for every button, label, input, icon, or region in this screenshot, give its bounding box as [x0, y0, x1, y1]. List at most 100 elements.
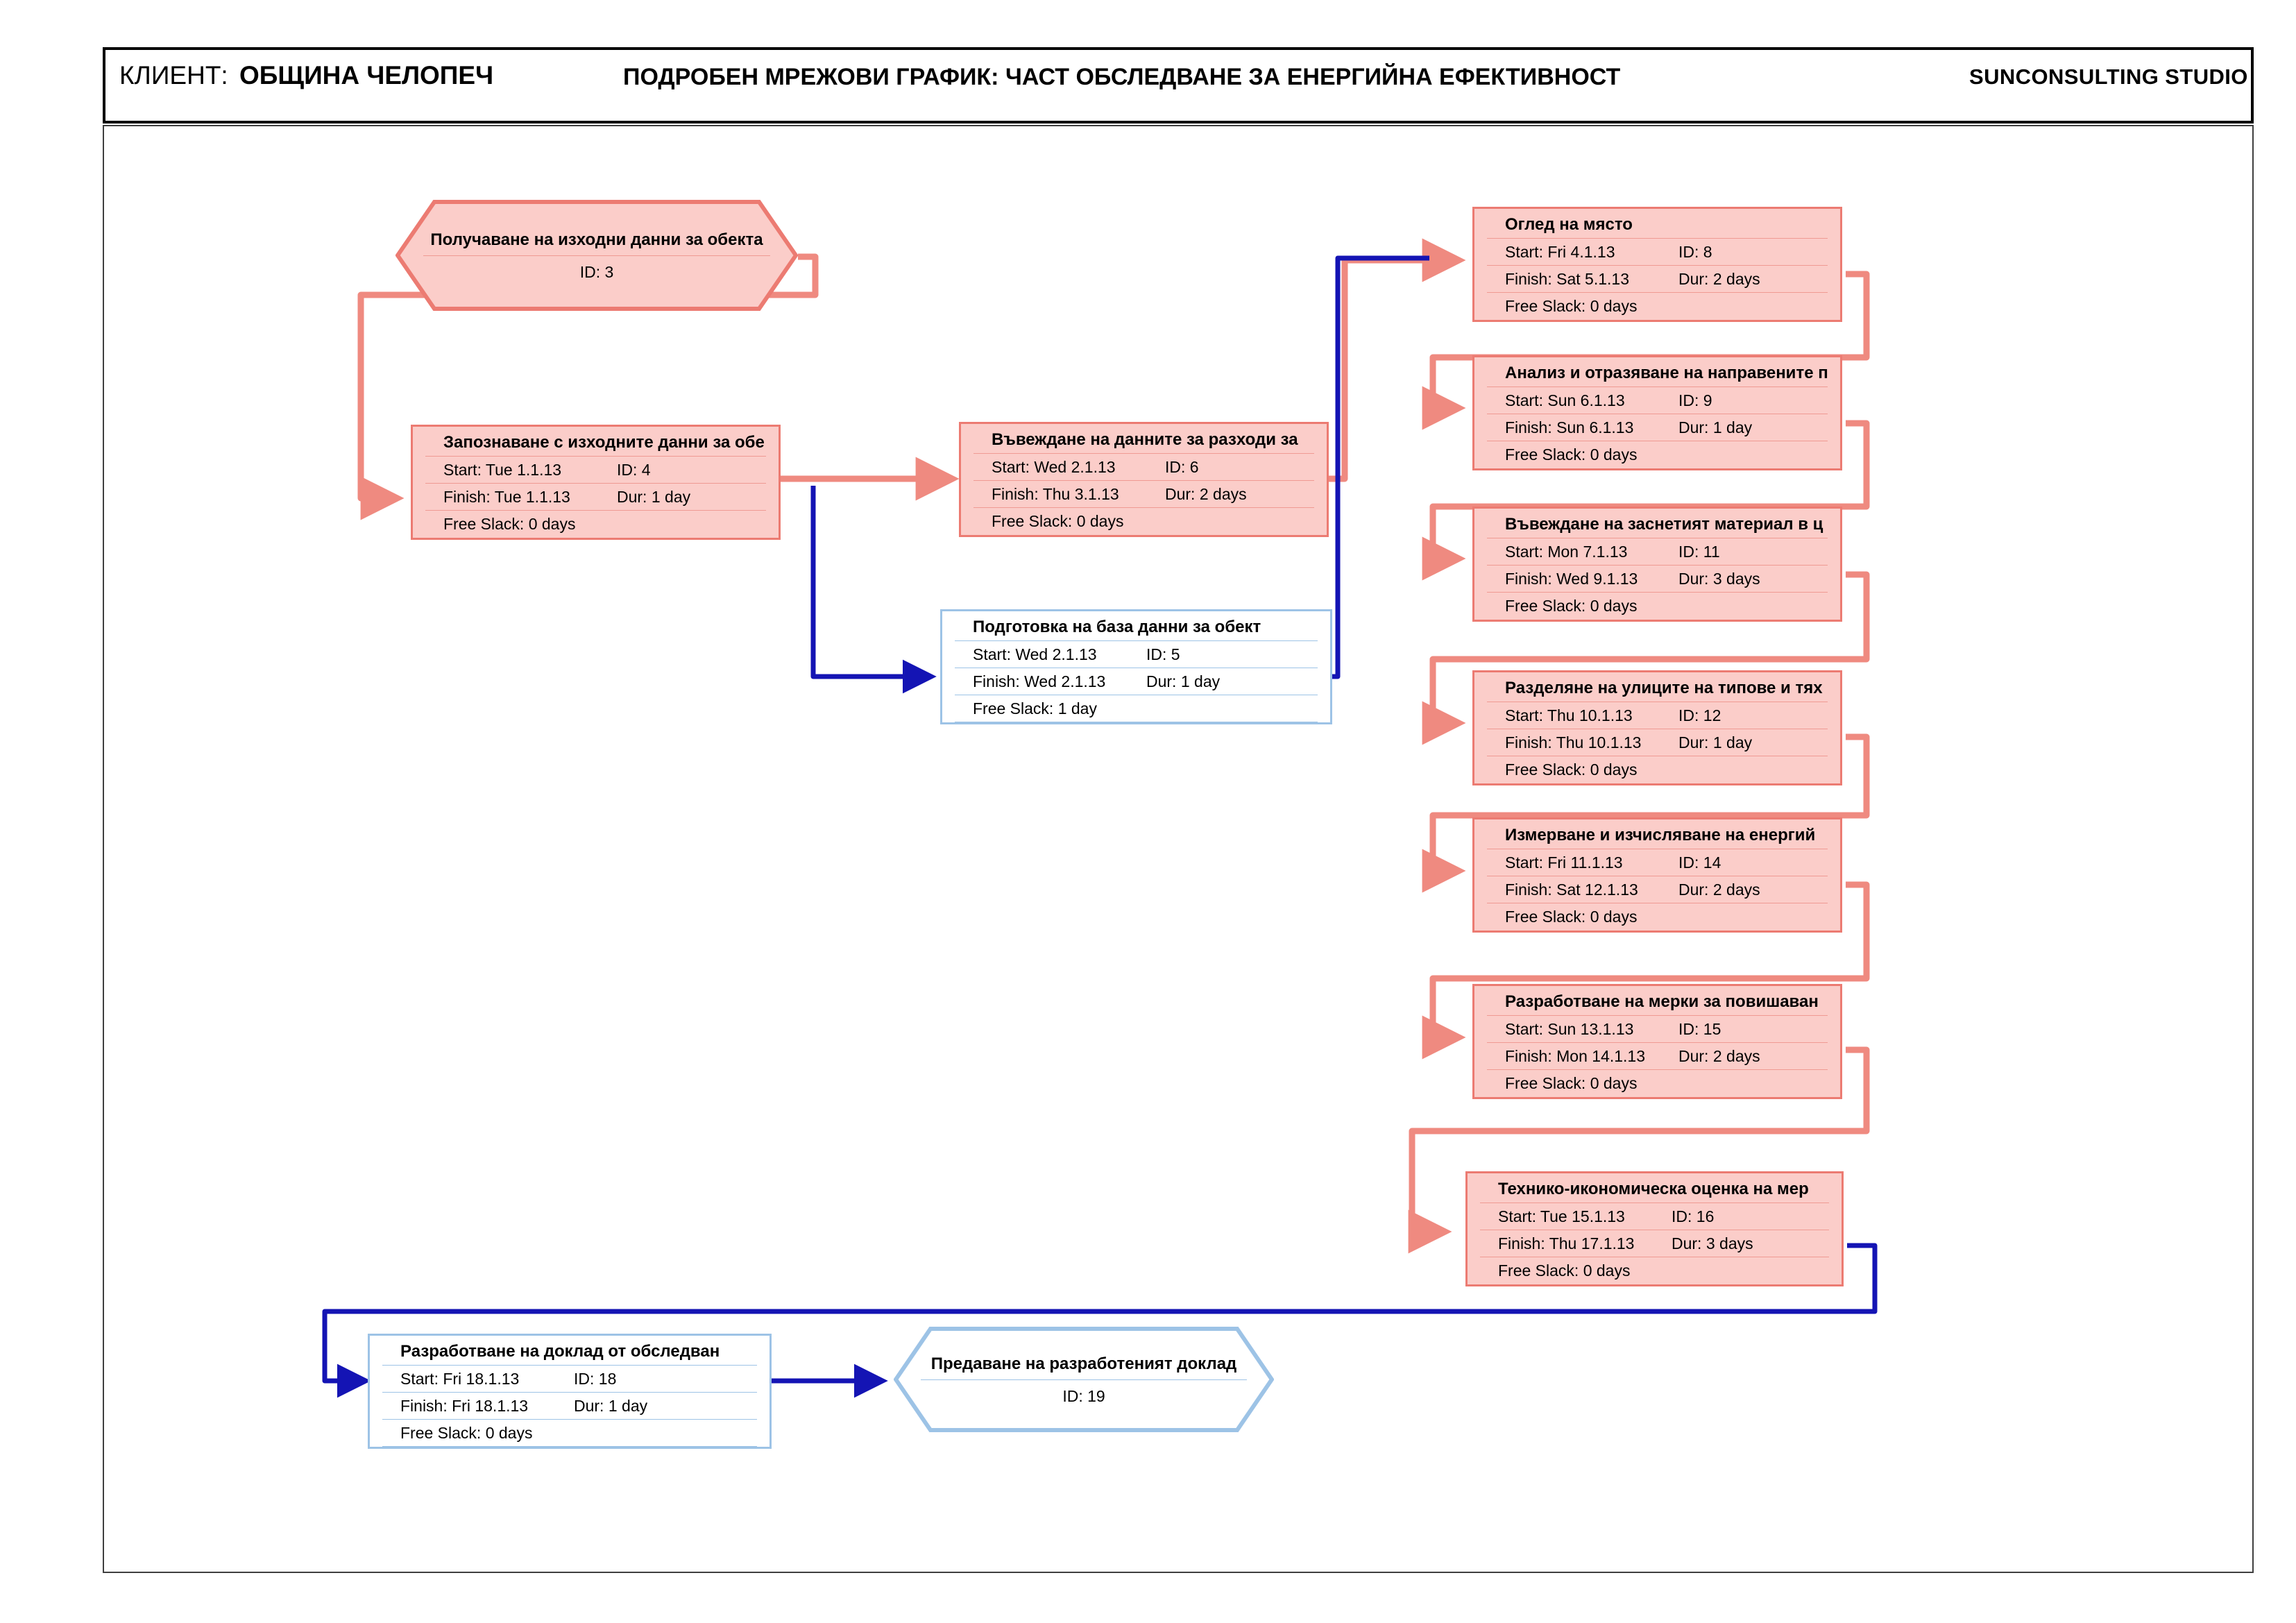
task-row-slack: Free Slack: 0 days [382, 1420, 757, 1447]
task-start: Start: Wed 2.1.13 [992, 458, 1116, 476]
task-title: Запознаване с изходните данни за обе [425, 427, 766, 457]
task-dur: Dur: 2 days [1678, 1047, 1760, 1065]
task-row-slack: Free Slack: 0 days [1487, 1070, 1828, 1096]
task-row-slack: Free Slack: 0 days [425, 511, 766, 537]
task-node-18[interactable]: Разработване на доклад от обследван Star… [368, 1334, 772, 1449]
task-id: ID: 16 [1672, 1207, 1715, 1225]
task-id: ID: 4 [617, 461, 651, 479]
task-start: Start: Sun 6.1.13 [1505, 391, 1625, 409]
milestone-id: ID: 3 [579, 263, 614, 281]
task-slack: Free Slack: 0 days [1498, 1261, 1631, 1280]
task-dur: Dur: 1 day [1146, 672, 1221, 690]
task-row-slack: Free Slack: 0 days [1487, 756, 1828, 783]
task-title: Разработване на доклад от обследван [382, 1336, 757, 1366]
task-row-finish: Finish: Fri 18.1.13 Dur: 1 day [382, 1393, 757, 1420]
task-title: Разделяне на улиците на типове и тях [1487, 672, 1828, 702]
task-node-11[interactable]: Въвеждане на заснетият материал в ц Star… [1472, 507, 1842, 622]
task-node-15[interactable]: Разработване на мерки за повишаван Start… [1472, 984, 1842, 1099]
task-row-finish: Finish: Wed 9.1.13 Dur: 3 days [1487, 566, 1828, 593]
task-node-14[interactable]: Измерване и изчисляване на енергий Start… [1472, 817, 1842, 933]
client-label: КЛИЕНТ: [119, 61, 228, 90]
task-row-finish: Finish: Tue 1.1.13 Dur: 1 day [425, 484, 766, 511]
task-node-4[interactable]: Запознаване с изходните данни за обе Sta… [411, 425, 781, 540]
task-row-finish: Finish: Wed 2.1.13 Dur: 1 day [955, 668, 1318, 695]
milestone-node-3[interactable]: Получаване на изходни данни за обекта ID… [396, 200, 798, 311]
task-slack: Free Slack: 0 days [1505, 908, 1638, 926]
task-start: Start: Fri 18.1.13 [400, 1370, 520, 1388]
task-node-8[interactable]: Оглед на място Start: Fri 4.1.13 ID: 8 F… [1472, 207, 1842, 322]
page-title: ПОДРОБЕН МРЕЖОВИ ГРАФИК: ЧАСТ ОБСЛЕДВАНЕ… [623, 64, 1621, 90]
task-dur: Dur: 3 days [1678, 570, 1760, 588]
task-row-finish: Finish: Sat 12.1.13 Dur: 2 days [1487, 876, 1828, 903]
task-slack: Free Slack: 0 days [1505, 445, 1638, 464]
milestone-title: Получаване на изходни данни за обекта [423, 229, 770, 256]
task-finish: Finish: Wed 9.1.13 [1505, 570, 1638, 588]
task-id: ID: 14 [1678, 853, 1721, 872]
task-row-slack: Free Slack: 0 days [1487, 441, 1828, 468]
milestone-id: ID: 19 [1062, 1387, 1105, 1405]
task-row-start: Start: Sun 6.1.13 ID: 9 [1487, 387, 1828, 414]
task-finish: Finish: Thu 3.1.13 [992, 485, 1119, 503]
task-title: Анализ и отразяване на направените п [1487, 357, 1828, 387]
task-title: Измерване и изчисляване на енергий [1487, 819, 1828, 849]
task-title: Въвеждане на заснетият материал в ц [1487, 509, 1828, 538]
task-row-finish: Finish: Sat 5.1.13 Dur: 2 days [1487, 266, 1828, 293]
task-start: Start: Sun 13.1.13 [1505, 1020, 1634, 1038]
task-finish: Finish: Wed 2.1.13 [973, 672, 1106, 690]
header-right-rule [2251, 47, 2254, 124]
task-row-start: Start: Tue 1.1.13 ID: 4 [425, 457, 766, 484]
client-name: ОБЩИНА ЧЕЛОПЕЧ [239, 61, 494, 90]
task-row-slack: Free Slack: 0 days [973, 508, 1314, 534]
task-title: Технико-икономическа оценка на мер [1480, 1173, 1829, 1203]
task-id: ID: 15 [1678, 1020, 1721, 1038]
task-start: Start: Wed 2.1.13 [973, 645, 1097, 663]
task-slack: Free Slack: 1 day [973, 699, 1097, 717]
task-row-start: Start: Mon 7.1.13 ID: 11 [1487, 538, 1828, 566]
task-row-start: Start: Thu 10.1.13 ID: 12 [1487, 702, 1828, 729]
task-finish: Finish: Thu 17.1.13 [1498, 1234, 1635, 1252]
milestone-node-19[interactable]: Предаване на разработеният доклад ID: 19 [894, 1327, 1274, 1432]
task-finish: Finish: Mon 14.1.13 [1505, 1047, 1646, 1065]
task-slack: Free Slack: 0 days [400, 1424, 533, 1442]
task-slack: Free Slack: 0 days [1505, 297, 1638, 315]
task-node-9[interactable]: Анализ и отразяване на направените п Sta… [1472, 355, 1842, 470]
task-row-slack: Free Slack: 0 days [1487, 593, 1828, 619]
task-id: ID: 8 [1678, 243, 1712, 261]
task-id: ID: 5 [1146, 645, 1180, 663]
task-row-slack: Free Slack: 0 days [1487, 293, 1828, 319]
task-row-finish: Finish: Thu 17.1.13 Dur: 3 days [1480, 1230, 1829, 1257]
task-row-finish: Finish: Thu 10.1.13 Dur: 1 day [1487, 729, 1828, 756]
task-row-slack: Free Slack: 0 days [1480, 1257, 1829, 1284]
task-row-slack: Free Slack: 1 day [955, 695, 1318, 722]
task-node-6[interactable]: Въвеждане на данните за разходи за Start… [959, 422, 1329, 537]
milestone-title: Предаване на разработеният доклад [921, 1353, 1247, 1380]
task-finish: Finish: Sat 5.1.13 [1505, 270, 1629, 288]
task-dur: Dur: 2 days [1678, 881, 1760, 899]
task-row-slack: Free Slack: 0 days [1487, 903, 1828, 930]
task-dur: Dur: 1 day [574, 1397, 648, 1415]
task-finish: Finish: Fri 18.1.13 [400, 1397, 529, 1415]
task-finish: Finish: Tue 1.1.13 [443, 488, 570, 506]
task-row-finish: Finish: Thu 3.1.13 Dur: 2 days [973, 481, 1314, 508]
task-dur: Dur: 2 days [1678, 270, 1760, 288]
task-start: Start: Thu 10.1.13 [1505, 706, 1633, 724]
task-dur: Dur: 1 day [617, 488, 691, 506]
task-node-16[interactable]: Технико-икономическа оценка на мер Start… [1465, 1171, 1844, 1286]
task-title: Оглед на място [1487, 209, 1828, 239]
task-row-start: Start: Fri 11.1.13 ID: 14 [1487, 849, 1828, 876]
task-dur: Dur: 1 day [1678, 418, 1753, 436]
task-slack: Free Slack: 0 days [992, 512, 1124, 530]
task-row-start: Start: Fri 18.1.13 ID: 18 [382, 1366, 757, 1393]
task-id: ID: 12 [1678, 706, 1721, 724]
task-dur: Dur: 3 days [1672, 1234, 1753, 1252]
task-start: Start: Fri 4.1.13 [1505, 243, 1615, 261]
task-node-5[interactable]: Подготовка на база данни за обект Start:… [940, 609, 1332, 724]
task-row-start: Start: Fri 4.1.13 ID: 8 [1487, 239, 1828, 266]
task-start: Start: Mon 7.1.13 [1505, 543, 1628, 561]
task-title: Въвеждане на данните за разходи за [973, 424, 1314, 454]
task-row-finish: Finish: Mon 14.1.13 Dur: 2 days [1487, 1043, 1828, 1070]
task-node-12[interactable]: Разделяне на улиците на типове и тях Sta… [1472, 670, 1842, 785]
task-title: Подготовка на база данни за обект [955, 611, 1318, 641]
task-title: Разработване на мерки за повишаван [1487, 986, 1828, 1016]
task-id: ID: 6 [1165, 458, 1199, 476]
